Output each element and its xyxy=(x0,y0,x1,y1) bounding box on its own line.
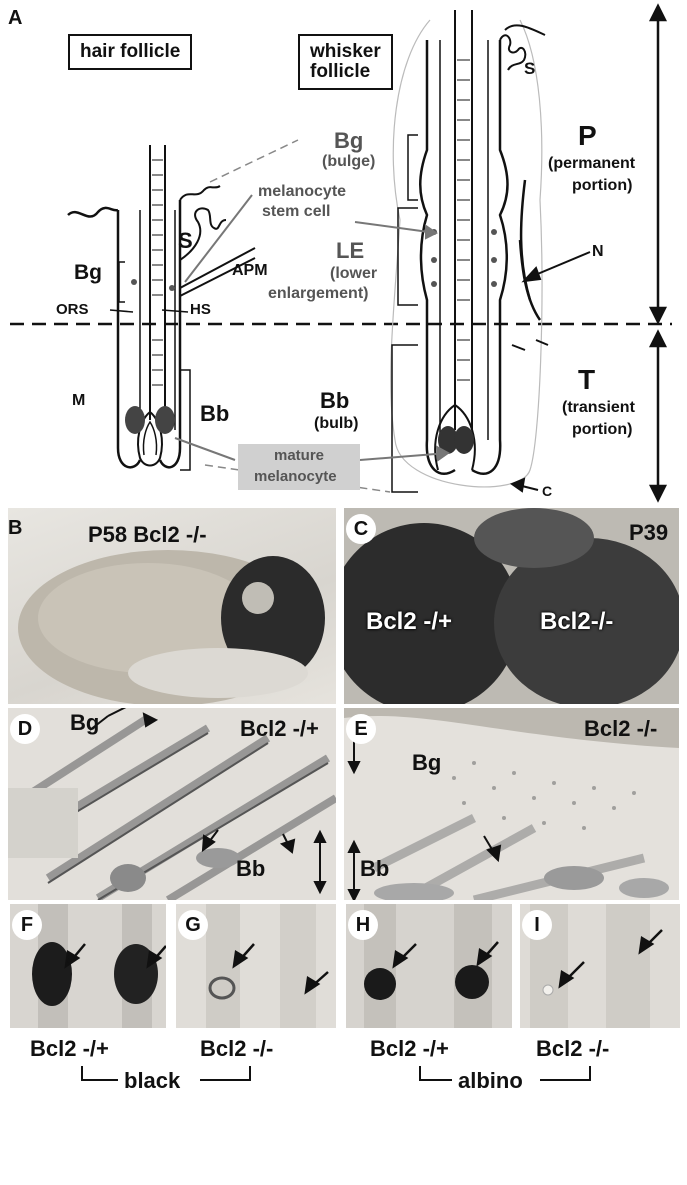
permanent-transient-arrows xyxy=(651,6,665,500)
panel-c-right-mouse-label: Bcl2-/- xyxy=(540,610,613,634)
le-label: LE xyxy=(336,240,364,262)
hair-hs-label: HS xyxy=(190,302,211,317)
panel-b-label: P58 Bcl2 -/- xyxy=(88,524,207,546)
caption-i: Bcl2 -/- xyxy=(536,1036,609,1062)
panel-c-letter: C xyxy=(346,514,376,544)
panel-i-letter: I xyxy=(522,910,552,940)
panel-d-bb-label: Bb xyxy=(236,858,265,880)
permanent-sublabel-1: (permanent xyxy=(548,156,635,172)
bulge-connector-line xyxy=(210,140,298,182)
panel-e-genotype: Bcl2 -/- xyxy=(584,718,657,740)
group-brackets xyxy=(0,1060,687,1100)
bb-bulb-sublabel: (bulb) xyxy=(314,416,358,432)
panel-d-bg-label: Bg xyxy=(70,712,99,734)
bg-bulge-label: Bg xyxy=(334,130,363,152)
whisker-follicle-drawing xyxy=(391,10,548,492)
transient-sublabel-1: (transient xyxy=(562,400,635,416)
whisker-s-label: S xyxy=(524,60,535,77)
whisker-shaft-ticks xyxy=(457,60,470,380)
panel-c-left-mouse-label: Bcl2 -/+ xyxy=(366,610,452,634)
hair-bg-label: Bg xyxy=(74,262,102,283)
panel-i-photo: I xyxy=(520,904,680,1028)
mature-melanocyte-label-1: mature xyxy=(274,448,324,463)
panel-h-letter: H xyxy=(348,910,378,940)
transient-sublabel-2: portion) xyxy=(572,422,632,438)
panel-d-photo: D Bcl2 -/+ Bg Bb xyxy=(8,708,336,900)
panel-e-bg-label: Bg xyxy=(412,752,441,774)
hair-m-label: M xyxy=(72,393,85,409)
caption-g: Bcl2 -/- xyxy=(200,1036,273,1062)
group-albino-label: albino xyxy=(458,1068,523,1094)
bg-bulge-sublabel: (bulge) xyxy=(322,154,375,170)
hair-shaft-ticks xyxy=(152,160,163,385)
panel-e-photo: E Bcl2 -/- Bg Bb xyxy=(344,708,679,900)
panel-f-letter: F xyxy=(12,910,42,940)
hair-ors-label: ORS xyxy=(56,302,89,317)
caption-h: Bcl2 -/+ xyxy=(370,1036,449,1062)
hair-apm-label: APM xyxy=(232,263,268,279)
panel-f-photo: F xyxy=(10,904,166,1028)
group-black-label: black xyxy=(124,1068,180,1094)
panel-e-letter: E xyxy=(346,714,376,744)
transient-t-label: T xyxy=(578,366,595,394)
panel-d-genotype: Bcl2 -/+ xyxy=(240,718,319,740)
whisker-c-label: C xyxy=(542,484,552,498)
panel-c-photo: C P39 Bcl2 -/+ Bcl2-/- xyxy=(344,508,679,704)
melanocyte-stem-cell-label-1: melanocyte xyxy=(258,184,346,200)
le-sublabel-2: enlargement) xyxy=(268,286,368,302)
hair-s-label: S xyxy=(178,230,193,252)
panel-b-photo: B P58 Bcl2 -/- xyxy=(8,508,336,704)
bb-bulb-label: Bb xyxy=(320,390,349,412)
whisker-stem-cells xyxy=(431,229,497,287)
panel-d-letter: D xyxy=(10,714,40,744)
permanent-p-label: P xyxy=(578,122,597,150)
mature-melanocyte-label-2: melanocyte xyxy=(254,469,337,484)
panel-h-photo: H xyxy=(346,904,512,1028)
melanocyte-stem-cell-label-2: stem cell xyxy=(262,204,330,220)
le-sublabel-1: (lower xyxy=(330,266,377,282)
panel-g-photo: G xyxy=(176,904,336,1028)
panel-b-letter: B xyxy=(8,518,22,538)
panel-e-bb-label: Bb xyxy=(360,858,389,880)
panel-c-age: P39 xyxy=(629,522,668,544)
hair-stem-cells xyxy=(131,279,175,291)
hair-bb-label: Bb xyxy=(200,403,229,425)
caption-f: Bcl2 -/+ xyxy=(30,1036,109,1062)
panel-g-letter: G xyxy=(178,910,208,940)
permanent-sublabel-2: portion) xyxy=(572,178,632,194)
whisker-n-label: N xyxy=(592,244,604,260)
